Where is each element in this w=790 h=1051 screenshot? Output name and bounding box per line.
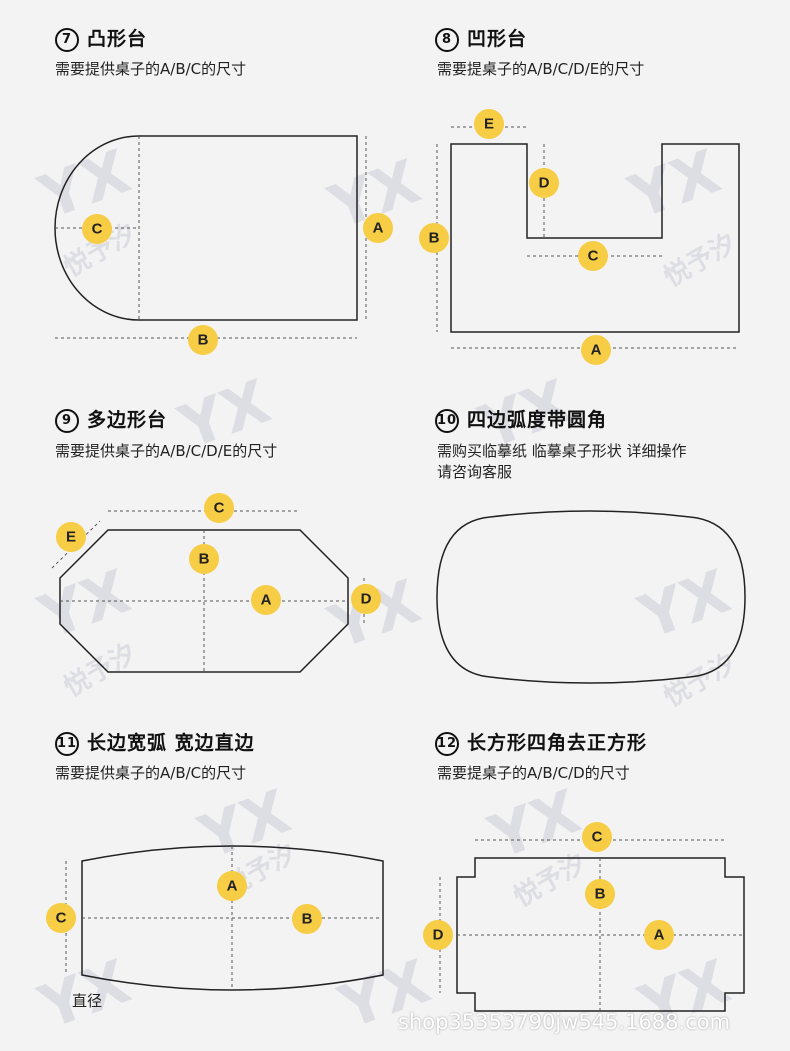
badge-12-d bbox=[423, 920, 453, 950]
badge-label-9-e: E bbox=[66, 529, 76, 546]
badge-9-d bbox=[351, 584, 381, 614]
badge-8-d bbox=[529, 168, 559, 198]
section-subtitle-7: 需要提供桌子的A/B/C的尺寸 bbox=[55, 60, 247, 78]
badge-label-12-c: C bbox=[592, 829, 603, 846]
badge-12-b bbox=[585, 879, 615, 909]
badge-9-a bbox=[251, 585, 281, 615]
badge-label-11-b: B bbox=[302, 911, 313, 928]
shape-7-outline bbox=[54, 135, 358, 321]
badge-label-11-a: A bbox=[227, 878, 238, 895]
badge-label-9-b: B bbox=[199, 551, 210, 568]
shape-9-outline bbox=[59, 529, 349, 673]
badge-8-b bbox=[419, 223, 449, 253]
badge-label-8-b: B bbox=[429, 230, 440, 247]
section-subtitle-9: 需要提供桌子的A/B/C/D/E的尺寸 bbox=[55, 442, 278, 460]
section-subtitle-11: 需要提供桌子的A/B/C的尺寸 bbox=[55, 764, 247, 782]
shape-10-outline bbox=[436, 510, 746, 684]
badge-label-9-c: C bbox=[214, 500, 225, 517]
badge-9-e bbox=[56, 522, 86, 552]
badge-label-7-c: C bbox=[92, 221, 103, 238]
badge-7-c bbox=[82, 214, 112, 244]
badge-12-a bbox=[644, 920, 674, 950]
badge-11-a bbox=[217, 871, 247, 901]
badge-8-e bbox=[474, 109, 504, 139]
badge-label-8-e: E bbox=[484, 116, 494, 133]
badge-7-a bbox=[363, 213, 393, 243]
shop-url-watermark: shop35353790jw545.1688.com bbox=[398, 1010, 731, 1034]
section-subtitle-12: 需要提桌子的A/B/C/D的尺寸 bbox=[437, 764, 630, 782]
badge-11-c bbox=[46, 903, 76, 933]
badge-12-c bbox=[582, 822, 612, 852]
badge-label-12-d: D bbox=[433, 927, 444, 944]
section-subtitle-10-line2: 请咨询客服 bbox=[437, 463, 513, 481]
badge-label-7-b: B bbox=[198, 332, 209, 349]
badge-label-8-a: A bbox=[591, 342, 602, 359]
badge-label-11-c: C bbox=[56, 910, 67, 927]
section-subtitle-8: 需要提桌子的A/B/C/D/E的尺寸 bbox=[437, 60, 645, 78]
section-subtitle-10-line1: 需购买临摹纸 临摹桌子形状 详细操作 bbox=[437, 442, 687, 460]
shape-12-outline bbox=[456, 857, 745, 1012]
shape-8-outline bbox=[450, 143, 740, 333]
badge-label-8-d: D bbox=[539, 175, 550, 192]
badge-label-7-a: A bbox=[373, 220, 384, 237]
badge-8-a bbox=[581, 335, 611, 365]
badge-11-b bbox=[292, 904, 322, 934]
shape-11-outline bbox=[81, 845, 384, 991]
badge-8-c bbox=[578, 241, 608, 271]
badge-label-8-c: C bbox=[588, 248, 599, 265]
badge-9-b bbox=[189, 544, 219, 574]
badge-7-b bbox=[188, 325, 218, 355]
badge-label-9-a: A bbox=[261, 592, 272, 609]
badge-9-c bbox=[204, 493, 234, 523]
badge-label-9-d: D bbox=[361, 591, 372, 608]
badge-label-12-b: B bbox=[595, 886, 606, 903]
badge-label-12-a: A bbox=[654, 927, 665, 944]
annotation-zhijing: 直径 bbox=[72, 992, 103, 1010]
